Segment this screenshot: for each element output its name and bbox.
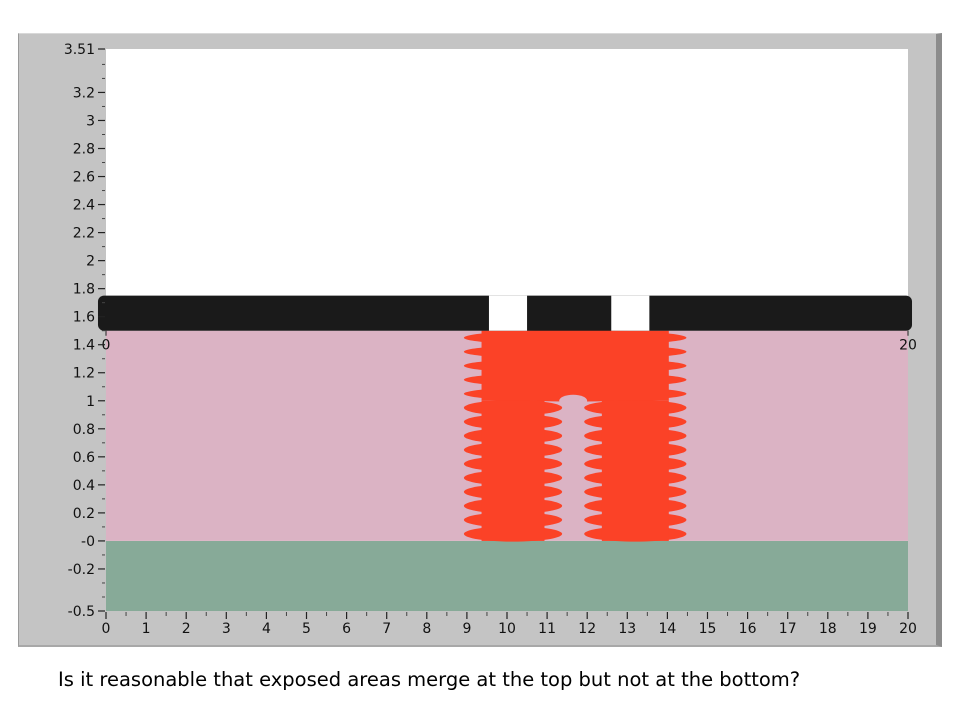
y-tick-label: 2.4 <box>73 198 95 214</box>
y-tick-label: -0.2 <box>68 562 95 578</box>
x-tick-label: 20 <box>899 621 917 637</box>
y-tick-label: -0 <box>81 534 95 550</box>
x-tick-label: 19 <box>859 621 877 637</box>
resist-notch <box>559 394 588 407</box>
x-tick-label: 8 <box>422 621 431 637</box>
x-tick-label: 16 <box>739 621 757 637</box>
x-tick-label: 10 <box>498 621 516 637</box>
x-tick-label: 1 <box>142 621 151 637</box>
exposed-column-2-core <box>601 400 669 541</box>
exposed-top-core <box>481 330 669 401</box>
x-tick-label: 0 <box>102 621 111 637</box>
x-tick-label: 14 <box>658 621 676 637</box>
mask-opening-1 <box>488 295 528 331</box>
x-tick-label: 6 <box>342 621 351 637</box>
y-tick-label: 1.6 <box>73 310 95 326</box>
x-tick-label: 12 <box>578 621 596 637</box>
x-tick-label: 7 <box>382 621 391 637</box>
exposed-column-1-core <box>481 400 545 541</box>
y-tick-label: 0.8 <box>73 422 95 438</box>
x-tick-label: 4 <box>262 621 271 637</box>
x-tick-label: 2 <box>182 621 191 637</box>
y-tick-label: 2.2 <box>73 226 95 242</box>
y-tick-label: -0.5 <box>68 604 95 620</box>
y-tick-label: 0.4 <box>73 478 95 494</box>
x-tick-label: 3 <box>222 621 231 637</box>
x-tick-label: 13 <box>618 621 636 637</box>
y-tick-label: 0.6 <box>73 450 95 466</box>
x-tick-label: 9 <box>462 621 471 637</box>
y-tick-label: 1 <box>86 394 95 410</box>
x-tick-label: 18 <box>819 621 837 637</box>
caption: Is it reasonable that exposed areas merg… <box>58 668 801 691</box>
y-tick-label: 2.8 <box>73 142 95 158</box>
y-tick-label: 2 <box>86 254 95 270</box>
y-tick-label: 2.6 <box>73 170 95 186</box>
y-tick-label: 1.8 <box>73 282 95 298</box>
y-tick-label: 1.2 <box>73 366 95 382</box>
mask-opening-2 <box>611 295 650 331</box>
y-tick-label: 1.4 <box>73 338 95 354</box>
y-tick-label: 0.2 <box>73 506 95 522</box>
x-tick-label: 15 <box>699 621 717 637</box>
y-tick-label: 3 <box>86 113 95 129</box>
y-tick-label: 3.2 <box>73 85 95 101</box>
x-tick-label: 11 <box>538 621 556 637</box>
inner-scale-label: 0 <box>102 338 111 354</box>
y-tick-label: 3.51 <box>64 42 95 58</box>
x-tick-label: 5 <box>302 621 311 637</box>
x-tick-label: 17 <box>779 621 797 637</box>
substrate-layer <box>106 540 908 611</box>
inner-scale-label: 20 <box>899 338 917 354</box>
